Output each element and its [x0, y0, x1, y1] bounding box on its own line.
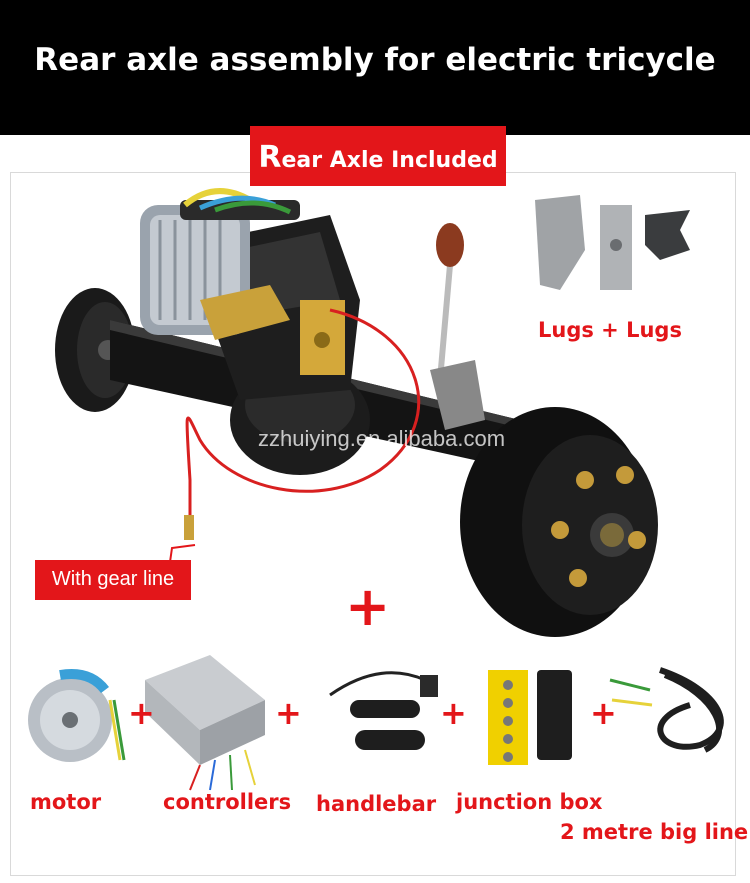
right-brake-drum [460, 407, 658, 637]
rear-axle-included-initial: R [258, 140, 282, 175]
big-line-label: 2 metre big line [560, 820, 749, 844]
gear-line-pointer [169, 544, 196, 563]
handlebar-label: handlebar [316, 792, 437, 816]
lug-pieces [535, 195, 690, 290]
rear-axle-included-rest: ear Axle Included [281, 148, 498, 173]
header-banner: Rear axle assembly for electric tricycle [0, 0, 750, 135]
watermark-text: zzhuiying.en.alibaba.com [258, 426, 506, 451]
lugs-label: Lugs + Lugs [538, 318, 682, 342]
big-plus-icon: + [345, 575, 391, 638]
gear-line-label: With gear line [51, 568, 175, 590]
gear-cable [185, 308, 421, 530]
junction-box-label: junction box [456, 790, 603, 814]
plus-icon: + [275, 694, 302, 732]
page-title: Rear axle assembly for electric tricycle [34, 42, 716, 78]
motor-component-image [28, 669, 126, 762]
cable-component-image [609, 667, 724, 753]
rear-axle-included-tab: Rear Axle Included [250, 126, 506, 186]
controller-component-image [145, 655, 265, 791]
plus-icon: + [590, 694, 617, 732]
gear-line-callout: With gear line [35, 560, 191, 600]
cable-end-fitting [184, 515, 194, 540]
shift-lever [430, 223, 485, 430]
controllers-label: controllers [163, 790, 292, 814]
rear-axle-included-label: Rear Axle Included [250, 140, 506, 175]
plus-icon: + [128, 694, 155, 732]
motor-label: motor [30, 790, 102, 814]
junction-box-component-image [488, 670, 572, 765]
handlebar-component-image [329, 671, 438, 750]
plus-icon: + [440, 694, 467, 732]
